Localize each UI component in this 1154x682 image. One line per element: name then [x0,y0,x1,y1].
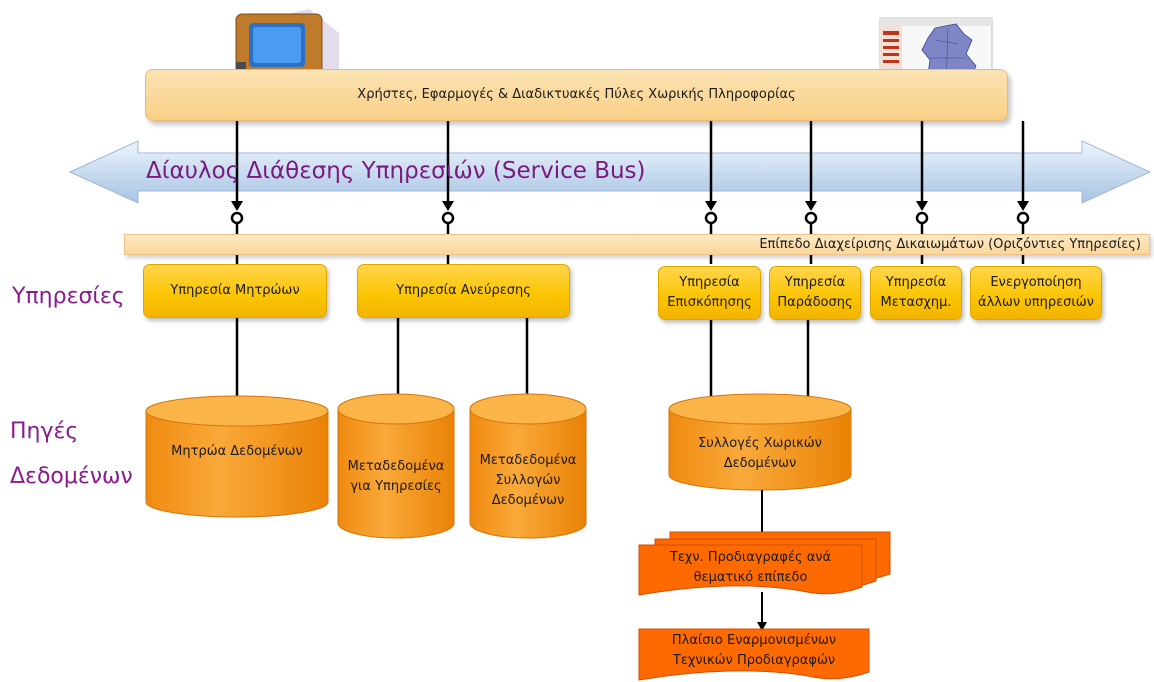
service-label-line1: Υπηρεσία [784,275,846,290]
tech-specs-text-line2: θεματικό επίπεδο [693,570,808,585]
tech-specs-label: Τεχν. Προδιαγραφές ανά θεματικό επίπεδο [639,546,862,590]
data-store-text-line2: Δεδομένων [723,456,797,471]
services-side-label: Υπηρεσίες [12,284,125,309]
framework-document [638,628,870,681]
data-store-label-spatial-collections: Συλλογές Χωρικών Δεδομένων [669,430,851,478]
data-store-text-line1: Μεταδεδομένα [479,453,577,468]
data-store-cylinder-spatial-collections [668,393,852,491]
service-label-line2: άλλων υπηρεσιών [978,295,1094,310]
bus-connector-arrowheads [231,201,1029,211]
data-store-cylinder-collection-metadata [469,393,587,539]
tech-specs-document-stack [638,531,891,596]
rights-management-label: Επίπεδο Διαχείρισης Δικαιωμάτων (Οριζόντ… [759,236,1141,252]
rights-management-layer: Επίπεδο Διαχείρισης Δικαιωμάτων (Οριζόντ… [124,234,1150,255]
data-store-label-collection-metadata: Μεταδεδομένα Συλλογών Δεδομένων [470,448,586,514]
framework-label: Πλαίσιο Εναρμονισμένων Τεχνικών Προδιαγρ… [639,629,869,673]
data-store-text-line2: για Υπηρεσίες [350,479,442,494]
framework-text-line2: Τεχνικών Προδιαγραφών [672,653,836,668]
service-label-line1: Υπηρεσία [885,275,947,290]
service-label-line2: Παράδοσης [777,295,853,310]
data-store-cylinder-service-metadata [337,393,455,539]
data-store-label-service-metadata: Μεταδεδομένα για Υπηρεσίες [338,452,454,502]
data-store-cylinder-registry [145,395,329,518]
bus-connectors [235,121,1025,207]
interface-circles [230,211,1030,225]
service-box-transformation: Υπηρεσία Μετασχημ. [870,266,962,320]
data-store-text: Μητρώα Δεδομένων [171,444,303,459]
users-applications-bar: Χρήστες, Εφαρμογές & Διαδικτυακές Πύλες … [145,69,1008,121]
service-box-invoke: Ενεργοποίηση άλλων υπηρεσιών [970,266,1102,320]
service-box-discovery: Υπηρεσία Ανεύρεσης [357,264,570,318]
service-label: Υπηρεσία Μητρώων [170,283,300,298]
service-label-line2: Μετασχημ. [880,295,952,310]
data-store-text-line1: Μεταδεδομένα [347,459,445,474]
service-bus-label: Δίαυλος Διάθεσης Υπηρεσιών (Service Bus) [146,158,646,184]
data-store-text-line2: Συλλογών [495,473,561,488]
service-label: Υπηρεσία Ανεύρεσης [396,283,531,298]
data-store-text-line3: Δεδομένων [491,493,565,508]
data-store-label-registry: Μητρώα Δεδομένων [146,430,328,474]
service-box-registry: Υπηρεσία Μητρώων [143,264,327,318]
framework-text-line1: Πλαίσιο Εναρμονισμένων [671,633,837,648]
users-applications-label: Χρήστες, Εφαρμογές & Διαδικτυακές Πύλες … [357,87,796,102]
service-label-line1: Ενεργοποίηση [990,275,1082,290]
service-box-download: Υπηρεσία Παράδοσης [769,266,861,320]
service-box-view: Υπηρεσία Επισκόπησης [658,266,761,320]
service-store-connectors [235,318,810,398]
tech-specs-text-line1: Τεχν. Προδιαγραφές ανά [669,550,832,565]
service-bus-arrow [68,140,1152,204]
data-store-text-line1: Συλλογές Χωρικών [698,436,822,451]
service-label-line1: Υπηρεσία [679,275,740,290]
data-sources-side-label-line1: Πηγές [10,419,79,444]
data-sources-side-label-line2: Δεδομένων [10,464,133,489]
service-label-line2: Επισκόπησης [667,295,752,310]
